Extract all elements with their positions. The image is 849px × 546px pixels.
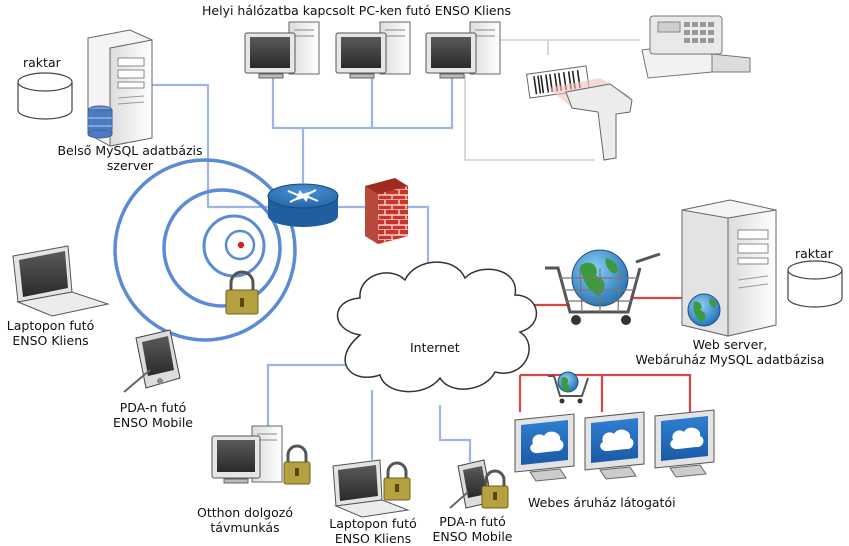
storage-right-label: raktar (795, 246, 833, 261)
visitor-monitor-2 (584, 411, 645, 480)
internal-db-server (87, 29, 153, 147)
pda-left (123, 329, 181, 393)
lan-pc-2 (335, 21, 411, 79)
laptop-bottom (332, 459, 410, 518)
lan-pc-3 (425, 21, 501, 79)
lan-links (150, 75, 472, 462)
shopping-cart-icon (545, 249, 661, 325)
laptop-left (12, 245, 110, 317)
storage-left-label: raktar (23, 55, 61, 70)
storage-right-icon (787, 260, 843, 308)
router-icon (267, 183, 339, 227)
barcode-scanner-icon (526, 65, 633, 161)
lock-icon-pda (481, 469, 509, 509)
web-server-label: Web server,Webáruház MySQL adatbázisa (635, 337, 825, 367)
firewall-icon (365, 178, 408, 244)
web-server (681, 199, 777, 337)
lock-icon-laptop (383, 461, 411, 501)
visitor-monitor-1 (514, 413, 575, 482)
globe-icon-server (687, 293, 721, 327)
storage-left-icon (17, 72, 73, 120)
cash-register-icon (641, 15, 751, 79)
web-visitors-label: Webes áruház látogatói (528, 495, 676, 510)
web-links (518, 296, 692, 412)
internet-cloud (336, 261, 537, 393)
lock-icon-wireless (225, 270, 259, 315)
lock-icon-remote (283, 444, 311, 485)
lan-pc-1 (244, 21, 320, 79)
internet-label: Internet (410, 340, 460, 355)
visitor-monitor-3 (654, 409, 715, 478)
lan-clients-label: Helyi hálózatba kapcsolt PC-ken futó ENS… (202, 3, 512, 18)
small-cart-icon (548, 371, 589, 404)
mysql-db-icon (87, 105, 113, 139)
remote-worker-pc (211, 425, 283, 484)
wireless-signal (113, 158, 297, 342)
